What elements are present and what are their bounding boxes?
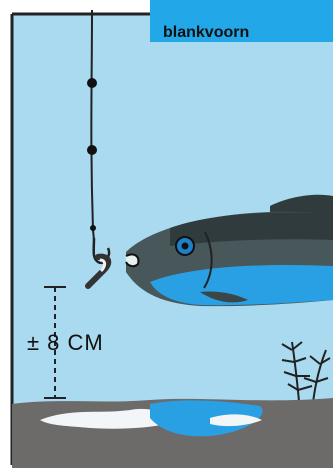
line-knot-3 bbox=[90, 225, 96, 231]
line-knot-1 bbox=[87, 78, 97, 88]
fish-pupil bbox=[182, 243, 189, 250]
line-knot-2 bbox=[87, 145, 97, 155]
page-title: blankvoorn bbox=[163, 24, 249, 42]
measurement-label: ± 8 CM bbox=[27, 330, 104, 356]
fish-mouth bbox=[126, 254, 138, 266]
